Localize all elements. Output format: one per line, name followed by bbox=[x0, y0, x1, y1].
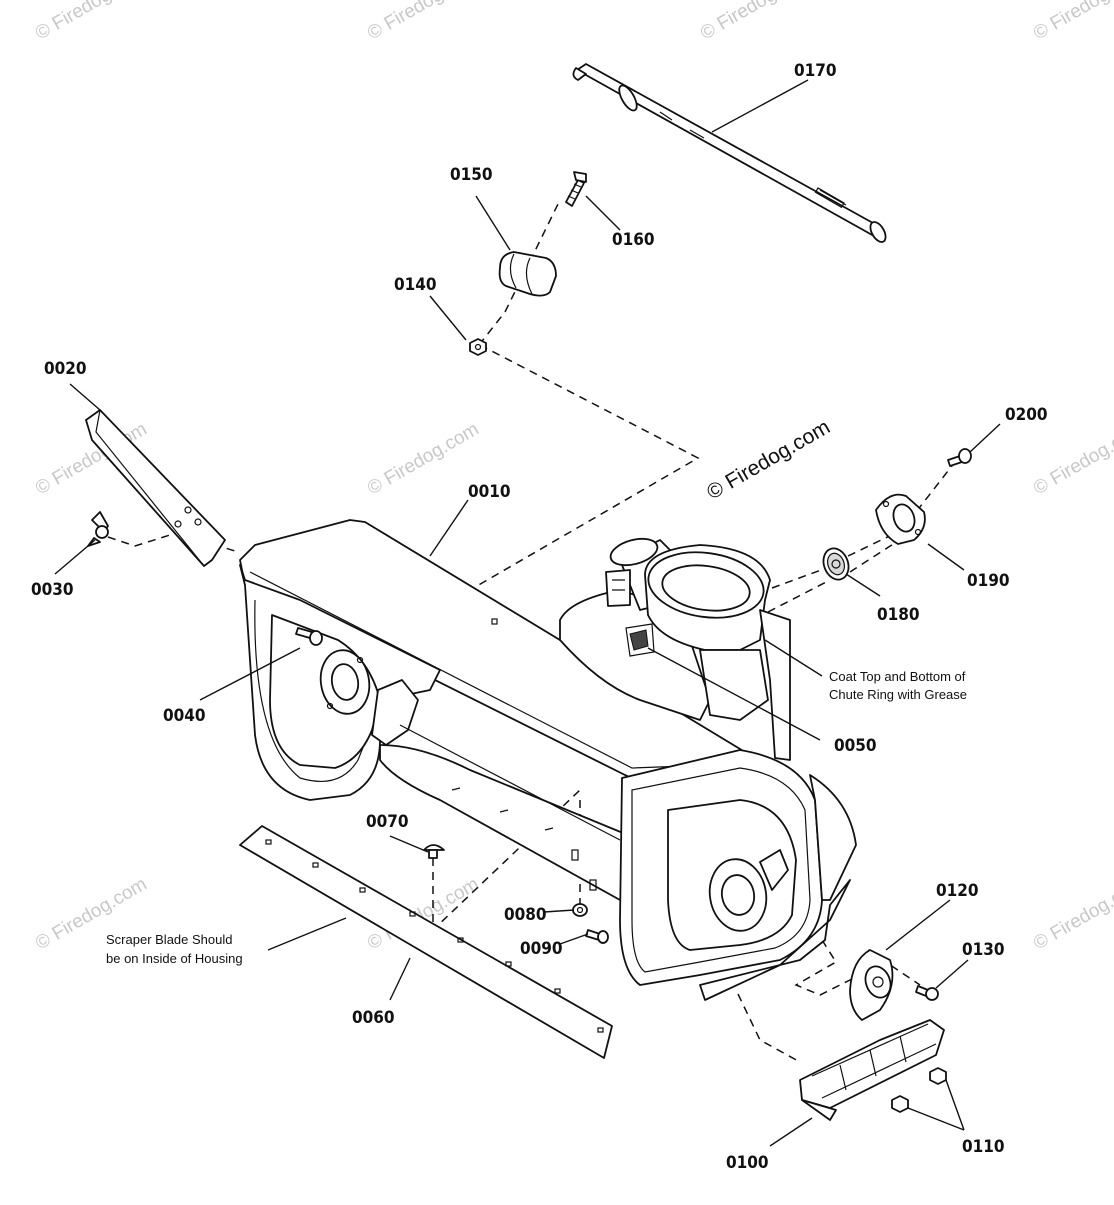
label-0020: 0020 bbox=[44, 359, 87, 379]
label-0040: 0040 bbox=[163, 706, 206, 726]
watermark-text: © Firedog.com bbox=[364, 0, 483, 44]
scraper-note-line2: be on Inside of Housing bbox=[106, 951, 243, 966]
label-0100: 0100 bbox=[726, 1153, 769, 1173]
watermark-text: © Firedog.com bbox=[697, 0, 816, 44]
carriage-bolt bbox=[565, 171, 587, 207]
auger-shaft bbox=[572, 63, 887, 243]
scraper-note-line1: Scraper Blade Should bbox=[106, 932, 232, 947]
watermark-text: © Firedog.com bbox=[1030, 874, 1114, 955]
hex-screw bbox=[585, 929, 609, 944]
bearing-flange bbox=[875, 493, 926, 545]
label-0180: 0180 bbox=[877, 605, 920, 625]
bearing bbox=[822, 547, 850, 581]
notes: Coat Top and Bottom of Chute Ring with G… bbox=[106, 669, 967, 966]
label-0170: 0170 bbox=[794, 61, 837, 81]
watermark-text: © Firedog.com bbox=[364, 419, 483, 500]
chute-clip bbox=[625, 623, 655, 657]
watermark-text: © Firedog.com bbox=[1030, 0, 1114, 44]
part-labels: 0170 0150 0160 0140 0020 0030 0010 0040 … bbox=[31, 61, 1048, 1173]
grease-note-line2: Chute Ring with Grease bbox=[829, 687, 967, 702]
label-0150: 0150 bbox=[450, 165, 493, 185]
skid-shoe bbox=[799, 1019, 945, 1121]
flange-bolt bbox=[915, 985, 939, 1001]
label-0080: 0080 bbox=[504, 905, 547, 925]
label-0200: 0200 bbox=[1005, 405, 1048, 425]
label-0010: 0010 bbox=[468, 482, 511, 502]
label-0090: 0090 bbox=[520, 939, 563, 959]
scraper-bolt bbox=[423, 844, 445, 859]
skid-nuts bbox=[891, 1067, 947, 1113]
label-0110: 0110 bbox=[962, 1137, 1005, 1157]
deflector-bracket bbox=[85, 409, 226, 567]
scraper-blade bbox=[239, 825, 613, 1059]
label-0140: 0140 bbox=[394, 275, 437, 295]
auger-housing bbox=[239, 519, 857, 1001]
auger-flange-bearing bbox=[849, 949, 894, 1021]
label-0130: 0130 bbox=[962, 940, 1005, 960]
label-0160: 0160 bbox=[612, 230, 655, 250]
grease-note-line1: Coat Top and Bottom of bbox=[829, 669, 966, 684]
leader-lines bbox=[54, 79, 1001, 1147]
label-0060: 0060 bbox=[352, 1008, 395, 1028]
hex-nut bbox=[469, 338, 487, 356]
watermark-layer: © Firedog.com © Firedog.com © Firedog.co… bbox=[32, 0, 1114, 954]
wing-nut bbox=[87, 511, 109, 547]
label-0120: 0120 bbox=[936, 881, 979, 901]
label-0050: 0050 bbox=[834, 736, 877, 756]
washer bbox=[572, 903, 588, 917]
label-0030: 0030 bbox=[31, 580, 74, 600]
housing-bolt bbox=[295, 627, 323, 646]
label-0070: 0070 bbox=[366, 812, 409, 832]
label-0190: 0190 bbox=[967, 571, 1010, 591]
spacer-block bbox=[498, 251, 557, 297]
watermark-main: © Firedog.com bbox=[703, 415, 834, 504]
watermark-text: © Firedog.com bbox=[32, 0, 151, 44]
flange-screw bbox=[947, 448, 972, 467]
watermark-text: © Firedog.com bbox=[1030, 419, 1114, 500]
